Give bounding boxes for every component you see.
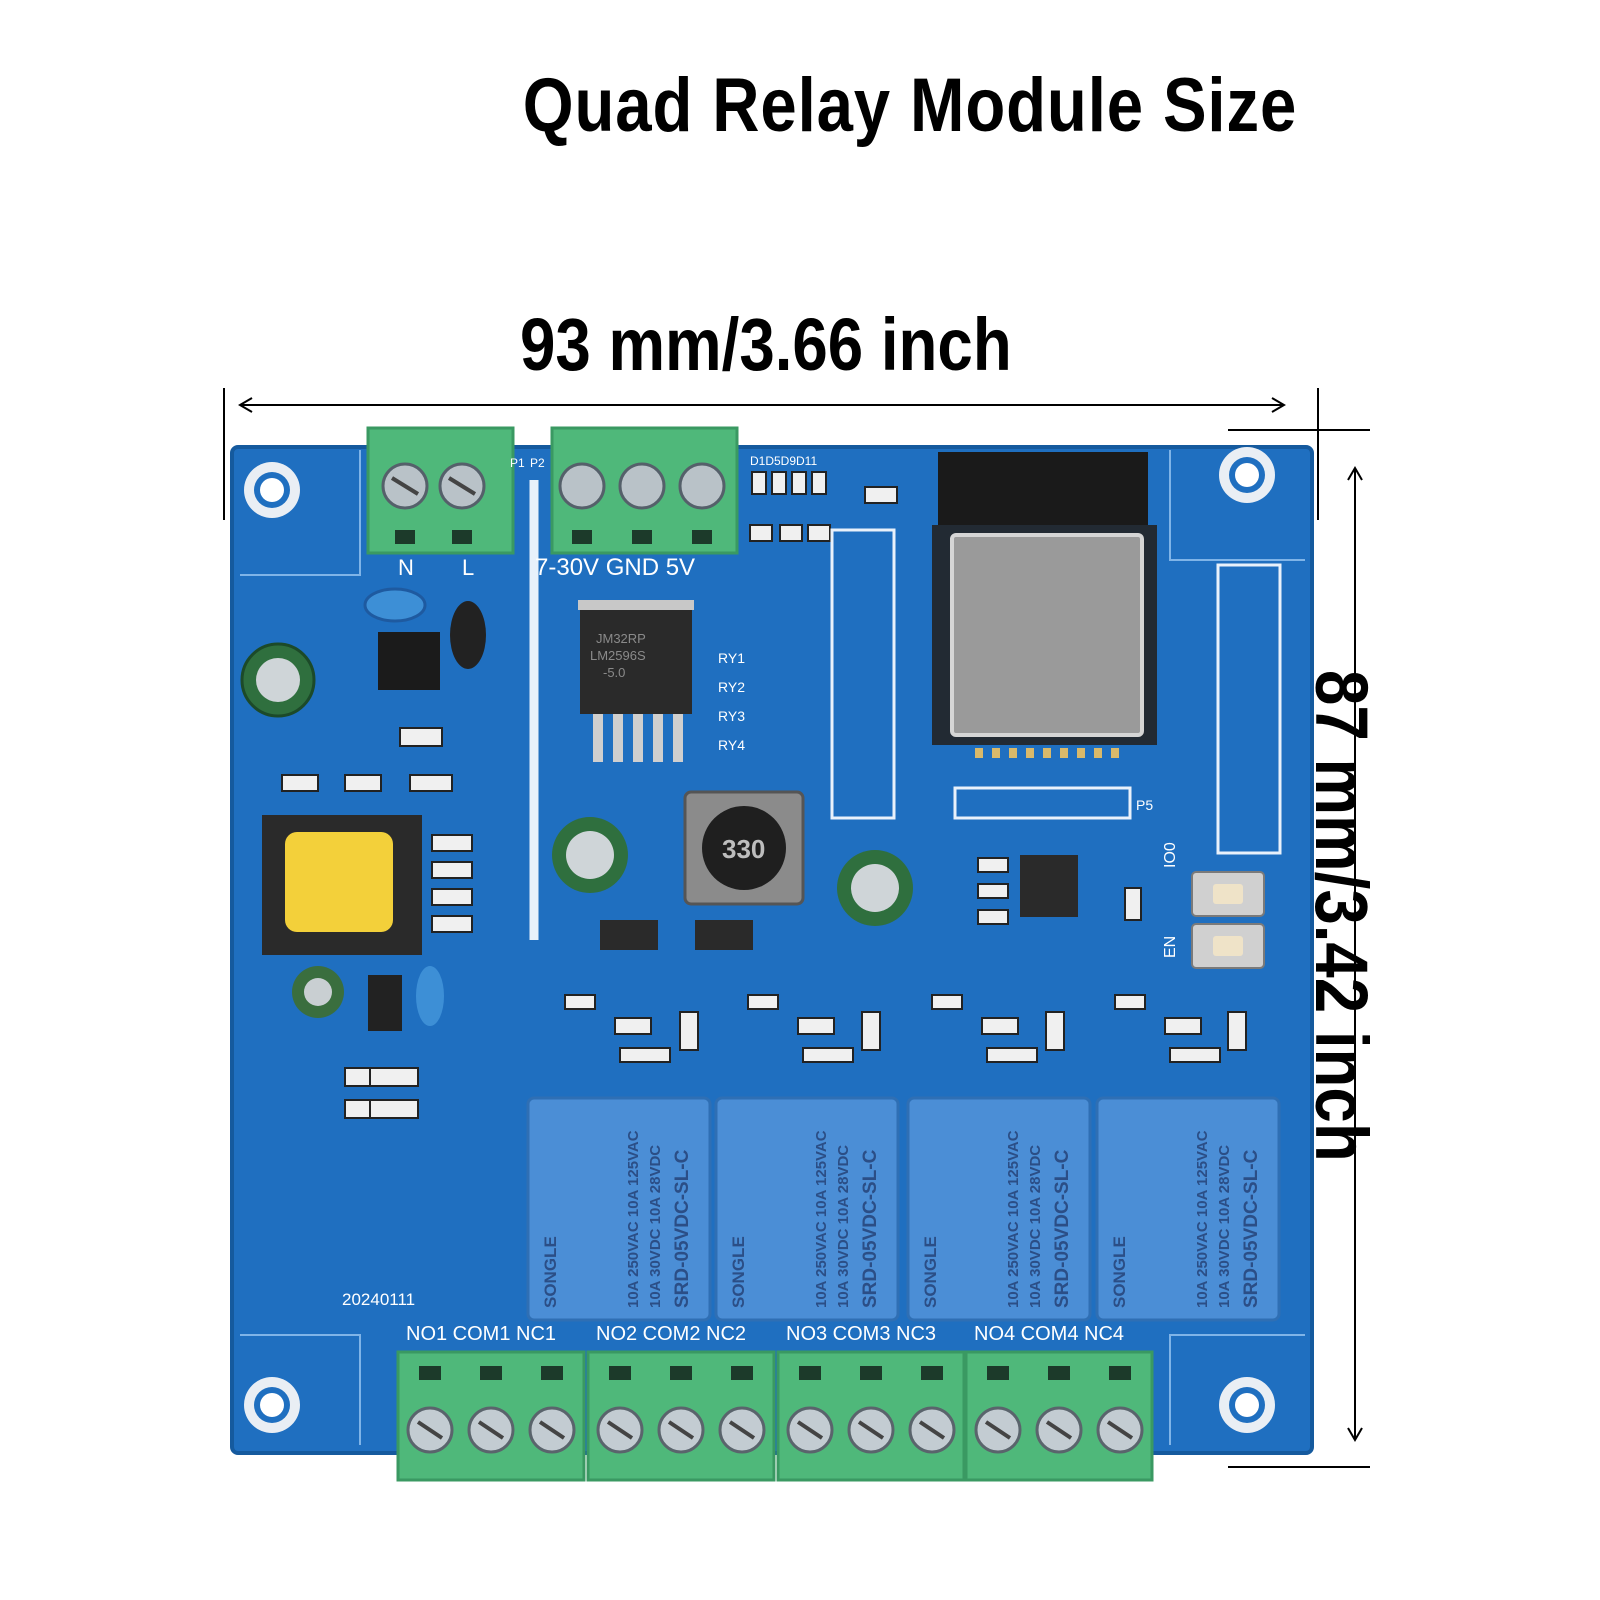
inductor-marking: 330 <box>722 834 765 864</box>
relay-3-rating1: 10A 250VAC 10A 125VAC <box>1005 1130 1022 1308</box>
relay-1-brand: SONGLE <box>541 1236 560 1308</box>
relay-3-model: SRD-05VDC-SL-C <box>1052 1149 1073 1308</box>
en-label: EN <box>1162 936 1179 958</box>
regulator-marking-2: LM2596S <box>590 648 646 663</box>
relay-4: SONGLE 10A 250VAC 10A 125VAC 10A 30VDC 10A… <box>1095 1096 1281 1322</box>
lm2596-regulator <box>578 600 694 762</box>
inductor <box>683 790 805 906</box>
left-pin-header <box>830 528 896 820</box>
terminal-label-l: L <box>462 555 474 580</box>
relay-4-model: SRD-05VDC-SL-C <box>1241 1149 1262 1308</box>
output-terminal-3: NO3 COM3 NC3 <box>776 1323 966 1482</box>
relay-label-ry1: RY1 <box>718 650 745 666</box>
width-dimension-line <box>223 388 1319 520</box>
regulator-marking-1: JM32RP <box>596 631 646 646</box>
esp32-module <box>932 452 1157 758</box>
relay-label-ry3: RY3 <box>718 708 745 724</box>
output-terminal-2: NO2 COM2 NC2 <box>586 1323 776 1482</box>
ac-dc-power-section <box>240 587 486 1119</box>
width-dimension-label: 93 mm/3.66 inch <box>520 303 1012 386</box>
p5-pin-header <box>953 786 1132 820</box>
io0-button <box>1191 871 1265 917</box>
output-terminal-4: NO4 COM4 NC4 <box>964 1323 1154 1482</box>
date-code: 20240111 <box>342 1290 415 1309</box>
relay-4-brand: SONGLE <box>1110 1236 1129 1308</box>
pin-label-p2: P2 <box>530 456 545 470</box>
relay-1-model: SRD-05VDC-SL-C <box>672 1149 693 1308</box>
electrolytic-capacitors <box>552 817 913 926</box>
relay-label-ry2: RY2 <box>718 679 745 695</box>
mounting-holes <box>244 447 1275 1433</box>
relay-label-ry4: RY4 <box>718 737 745 753</box>
page-title: Quad Relay Module Size <box>522 63 1298 148</box>
led-labels: D1D5D9D11 <box>750 454 817 468</box>
relay-1-rating2: 10A 30VDC 10A 28VDC <box>647 1145 664 1308</box>
relay-2-brand: SONGLE <box>729 1236 748 1308</box>
terminal-label-n: N <box>398 555 414 580</box>
height-dimension-line <box>1228 429 1370 1468</box>
relay-2-rating2: 10A 30VDC 10A 28VDC <box>835 1145 852 1308</box>
io0-label: IO0 <box>1162 842 1179 868</box>
en-button <box>1191 923 1265 969</box>
relay-driver-components <box>564 994 1247 1063</box>
output-terminal-3-label: NO3 COM3 NC3 <box>786 1323 936 1345</box>
relay-1: SONGLE 10A 250VAC 10A 125VAC 10A 30VDC 10A… <box>526 1096 712 1322</box>
pin-label-p5: P5 <box>1136 797 1153 813</box>
pin-label-p1: P1 <box>510 456 525 470</box>
output-terminal-4-label: NO4 COM4 NC4 <box>974 1323 1124 1345</box>
output-terminal-2-label: NO2 COM2 NC2 <box>596 1323 746 1345</box>
regulator-marking-3: -5.0 <box>603 665 625 680</box>
dc-terminal-block <box>550 426 739 555</box>
relay-1-rating1: 10A 250VAC 10A 125VAC <box>625 1130 642 1308</box>
right-pin-header <box>1216 563 1282 855</box>
output-terminal-1: NO1 COM1 NC1 <box>396 1323 586 1482</box>
relay-2: SONGLE 10A 250VAC 10A 125VAC 10A 30VDC 10A… <box>714 1096 900 1322</box>
relay-3-brand: SONGLE <box>921 1236 940 1308</box>
dc-terminal-label: 7-30V GND 5V <box>535 554 695 581</box>
ac-terminal-block <box>366 426 515 555</box>
relay-3: SONGLE 10A 250VAC 10A 125VAC 10A 30VDC 10A… <box>906 1096 1092 1322</box>
output-terminal-blocks: NO1 COM1 NC1 NO2 COM2 NC2 NO3 COM3 NC3 NO4 … <box>396 1323 1154 1482</box>
output-terminal-1-label: NO1 COM1 NC1 <box>406 1323 556 1345</box>
relay-4-rating2: 10A 30VDC 10A 28VDC <box>1216 1145 1233 1308</box>
relays: SONGLE 10A 250VAC 10A 125VAC 10A 30VDC 10A… <box>526 1096 1281 1322</box>
relay-3-rating2: 10A 30VDC 10A 28VDC <box>1027 1145 1044 1308</box>
relay-2-model: SRD-05VDC-SL-C <box>860 1149 881 1308</box>
relay-4-rating1: 10A 250VAC 10A 125VAC <box>1194 1130 1211 1308</box>
relay-2-rating1: 10A 250VAC 10A 125VAC <box>813 1130 830 1308</box>
